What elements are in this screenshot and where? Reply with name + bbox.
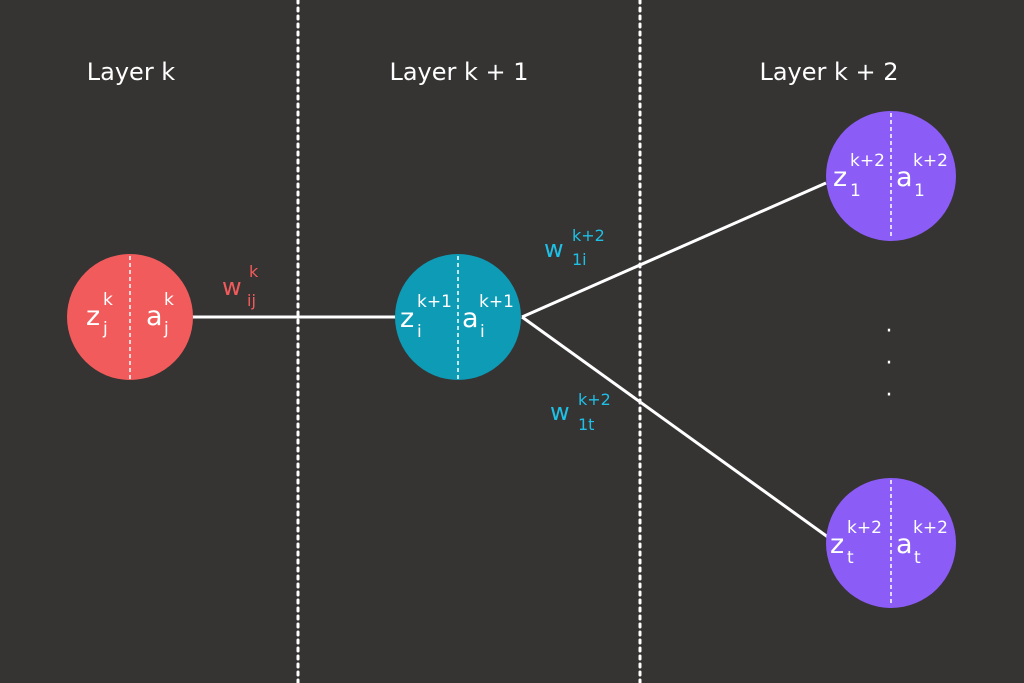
weight-superscript: k+2: [572, 226, 605, 245]
z-superscript: k: [103, 290, 113, 310]
a-label: a k+2 1: [896, 151, 953, 201]
z-subscript: j: [102, 319, 108, 339]
ellipsis-dot-2: ·: [886, 351, 893, 376]
edge-i-to-1: [521, 181, 827, 319]
z-base: z: [830, 529, 844, 560]
weight-label-w-ij-k: w k ij: [222, 262, 263, 310]
z-superscript: k+2: [847, 518, 882, 538]
a-label: a k+1 i: [462, 292, 519, 342]
weight-base: w: [544, 235, 564, 263]
weight-superscript: k: [249, 262, 259, 281]
weight-subscript: ij: [247, 291, 256, 310]
node-layer-k-j: z k j a k j: [67, 254, 193, 380]
z-label: z k+1 i: [400, 292, 457, 342]
node-circle: [67, 254, 193, 380]
a-base: a: [462, 303, 479, 334]
node-layer-k2-t: z k+2 t a k+2 t: [826, 478, 956, 608]
node-circle: [395, 254, 521, 380]
a-subscript: i: [480, 322, 485, 342]
node-layer-k1-i: z k+1 i a k+1 i: [395, 254, 521, 380]
layer-k2-title: Layer k + 2: [759, 58, 898, 86]
weight-base: w: [222, 273, 242, 301]
edge-i-to-t: [521, 315, 833, 542]
weight-base: w: [550, 398, 570, 426]
a-superscript: k+2: [913, 151, 948, 171]
a-base: a: [896, 529, 913, 560]
z-superscript: k+1: [417, 292, 452, 312]
z-label: z k+2 t: [830, 518, 887, 568]
a-label: a k j: [146, 290, 179, 339]
z-base: z: [833, 162, 847, 193]
z-superscript: k+2: [850, 151, 885, 171]
a-base: a: [146, 301, 163, 332]
z-subscript: i: [417, 322, 422, 342]
z-label: z k+2 1: [833, 151, 890, 201]
a-label: a k+2 t: [896, 518, 953, 568]
z-subscript: t: [847, 548, 854, 568]
ellipsis-dot-1: ·: [886, 319, 893, 344]
a-superscript: k+2: [913, 518, 948, 538]
z-label: z k j: [86, 290, 118, 339]
ellipsis-dot-3: ·: [886, 383, 893, 408]
a-subscript: j: [163, 319, 169, 339]
a-superscript: k+1: [479, 292, 514, 312]
node-layer-k2-1: z k+2 1 a k+2 1: [826, 111, 956, 241]
z-base: z: [86, 301, 100, 332]
weight-label-w-1t-k2: w k+2 1t: [550, 390, 616, 434]
weight-subscript: 1i: [572, 250, 587, 269]
weight-subscript: 1t: [578, 415, 594, 434]
z-base: z: [400, 303, 414, 334]
a-superscript: k: [164, 290, 174, 310]
a-subscript: t: [914, 548, 921, 568]
z-subscript: 1: [850, 181, 861, 201]
weight-superscript: k+2: [578, 390, 611, 409]
weight-label-w-1i-k2: w k+2 1i: [544, 226, 610, 269]
layer-k1-title: Layer k + 1: [389, 58, 528, 86]
a-subscript: 1: [914, 181, 925, 201]
layer-k-title: Layer k: [87, 58, 176, 86]
a-base: a: [896, 162, 913, 193]
